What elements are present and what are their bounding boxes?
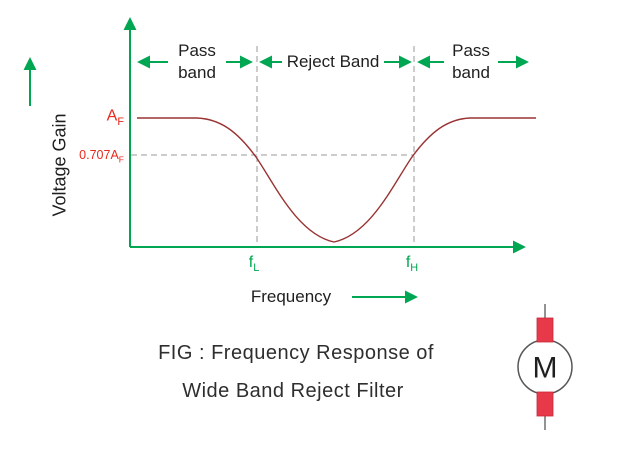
y-axis-title: Voltage Gain [49,113,70,217]
motor-brush-top [536,317,554,343]
fl-base: f [248,254,254,271]
a707-base: 0.707A [79,147,119,162]
caption-line-2: Wide Band Reject Filter [182,380,404,402]
x-axis-title: Frequency [250,286,332,306]
fl-subscript: L [253,262,260,275]
motor-label: M [532,351,558,385]
fl-label: fL [249,253,260,274]
fh-label: fH [406,253,418,274]
a707-gain-label: 0.707AF [79,147,124,165]
af-gain-label: AF [107,107,124,128]
fh-subscript: H [410,262,419,275]
pass-band-right-label: Pass band [452,40,490,82]
caption-line-1: FIG : Frequency Response of [158,342,434,364]
reject-band-label: Reject Band [286,51,380,71]
a707-subscript: F [118,154,124,165]
af-subscript: F [117,115,124,128]
motor-symbol [517,304,573,430]
af-base: A [106,107,118,125]
response-curve [137,117,536,243]
fh-base: f [405,254,411,271]
pass-band-left-label: Pass band [178,40,216,82]
motor-brush-bottom [536,391,554,417]
